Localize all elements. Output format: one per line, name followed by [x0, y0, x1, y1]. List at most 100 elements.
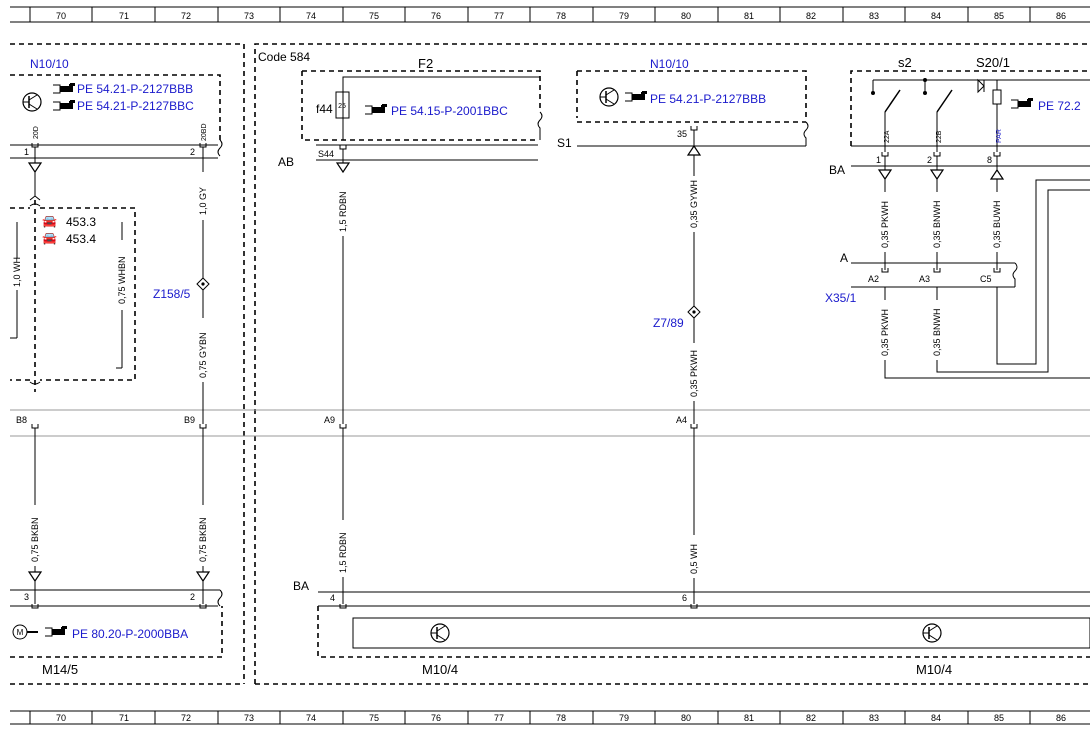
ref-link[interactable]: PE 54.21-P-2127BBC [77, 99, 194, 113]
s20-block: s2 S20/1 PE 72.2 22A 22B PAR 1 2 8 BA [829, 55, 1090, 177]
pin-35: 35 [677, 129, 687, 139]
conn-ba: BA [293, 579, 309, 593]
n10-left-block: N10/10 PE 54.21-P-2127BBB PE 54.21-P-212… [10, 57, 223, 159]
wires-m14: 0,75 BKBN 0,75 BKBN [28, 428, 210, 604]
grid-num: 84 [931, 713, 941, 723]
wire-label: 1,0 GY [198, 187, 208, 215]
grid-num: 77 [494, 713, 504, 723]
ref-link[interactable]: PE 54.21-P-2127BBB [77, 82, 193, 96]
wire-label: 0,35 PKWH [880, 309, 890, 356]
car-icon: 🚘 [42, 214, 57, 228]
grid-num: 73 [244, 713, 254, 723]
grid-top: 70 71 72 73 74 75 76 77 78 79 80 81 82 8… [10, 6, 1090, 23]
grid-num: 78 [556, 713, 566, 723]
transistor-icon [22, 92, 42, 112]
f2-label: F2 [418, 56, 433, 71]
wire-label: 0,35 BNWH [932, 308, 942, 356]
grid-num: 75 [369, 11, 379, 21]
ref-link[interactable]: PE 80.20-P-2000BBA [72, 627, 188, 641]
wire-label: 0,35 BUWH [992, 200, 1002, 248]
wire-label: 1,5 RDBN [338, 532, 348, 573]
pin-a3: A3 [919, 274, 930, 284]
wire-label: 1,5 RDBN [338, 191, 348, 232]
pin-6: 6 [682, 593, 687, 603]
pin-code: 20D [33, 126, 40, 139]
x35-label[interactable]: X35/1 [825, 291, 857, 305]
grid-num: 85 [994, 11, 1004, 21]
pointing-hand-icon[interactable] [44, 625, 68, 637]
wire-label: 1,0 WH [12, 257, 22, 287]
wire-gywh: 0,35 GYWH Z7/89 0,35 PKWH 0,5 WH [653, 130, 701, 604]
pointing-hand-icon[interactable] [364, 103, 388, 115]
pointing-hand-icon[interactable] [1010, 97, 1034, 109]
wire-rdbn: 1,5 RDBN 1,5 RDBN [336, 149, 350, 604]
s2-label: s2 [898, 55, 912, 70]
grid-num: 86 [1056, 713, 1066, 723]
wire-label: 0,35 PKWH [689, 350, 699, 397]
grid-num: 71 [119, 11, 129, 21]
grid-num: 81 [744, 713, 754, 723]
conn-b9: B9 [184, 415, 195, 425]
grid-num: 82 [806, 713, 816, 723]
conn-ab: AB [278, 155, 294, 169]
splice-point [687, 305, 701, 319]
fuse-label: f44 [316, 102, 333, 116]
pin-code: PAR [996, 129, 1003, 143]
pin-2: 2 [927, 155, 932, 165]
harness-band: B8 B9 A9 A4 [10, 409, 1090, 437]
splice-label[interactable]: Z158/5 [153, 287, 191, 301]
wire-label: 0,75 WHBN [117, 256, 127, 304]
m10-label: M10/4 [916, 662, 952, 677]
pin-1: 1 [24, 147, 29, 157]
grid-num: 77 [494, 11, 504, 21]
wire-label: 0,5 WH [689, 544, 699, 574]
splice-point [196, 277, 210, 291]
grid-num: 86 [1056, 11, 1066, 21]
ref-link[interactable]: PE 72.2 [1038, 99, 1081, 113]
ref-link[interactable]: PE 54.21-P-2127BBB [650, 92, 766, 106]
pointing-hand-icon[interactable] [624, 90, 648, 102]
code-label: Code 584 [258, 50, 310, 64]
variant-block: 🚘 🚘 453.3 453.4 1,0 WH 0,75 WHBN [10, 200, 136, 392]
grid-num: 83 [869, 11, 879, 21]
fuse-number: 25 [338, 103, 346, 110]
ref-link[interactable]: PE 54.15-P-2001BBC [391, 104, 508, 118]
f2-block: F2 25 f44 PE 54.15-P-2001BBC AB S44 [278, 56, 543, 169]
grid-num: 84 [931, 11, 941, 21]
splice-label[interactable]: Z7/89 [653, 316, 684, 330]
grid-num: 70 [56, 11, 66, 21]
grid-num: 79 [619, 713, 629, 723]
grid-num: 82 [806, 11, 816, 21]
pin-3: 3 [24, 592, 29, 602]
grid-num: 83 [869, 713, 879, 723]
svg-text:M: M [17, 628, 24, 637]
pin-2: 2 [190, 592, 195, 602]
pin-s44: S44 [318, 149, 334, 159]
motor-icon: M [12, 624, 38, 640]
variant-label: 453.3 [66, 215, 96, 229]
grid-bottom: 70 71 72 73 74 75 76 77 78 79 80 81 82 8… [10, 710, 1090, 725]
conn-a9: A9 [324, 415, 335, 425]
pointing-hand-icon[interactable] [52, 82, 76, 94]
n10-left-title: N10/10 [30, 57, 69, 71]
wire-label: 0,35 BNWH [932, 200, 942, 248]
pin-8: 8 [987, 155, 992, 165]
grid-num: 70 [56, 713, 66, 723]
grid-num: 80 [681, 713, 691, 723]
n10-right-title[interactable]: N10/10 [650, 57, 689, 71]
conn-b8: B8 [16, 415, 27, 425]
grid-num: 79 [619, 11, 629, 21]
wire-gy: 1,0 GY Z158/5 0,75 GYBN [153, 147, 210, 424]
n10-right-block: N10/10 PE 54.21-P-2127BBB S1 35 [557, 57, 809, 150]
car-icon: 🚘 [42, 231, 57, 245]
grid-num: 75 [369, 713, 379, 723]
wire-label: 0,75 BKBN [198, 517, 208, 562]
grid-num: 74 [306, 11, 316, 21]
grid-num: 74 [306, 713, 316, 723]
pin-a2: A2 [868, 274, 879, 284]
transistor-icon [430, 623, 450, 643]
wires-s2: 0,35 PKWH 0,35 BNWH 0,35 BUWH A A2 A3 C5… [825, 156, 1090, 379]
conn-s1: S1 [557, 136, 572, 150]
pointing-hand-icon[interactable] [52, 99, 76, 111]
